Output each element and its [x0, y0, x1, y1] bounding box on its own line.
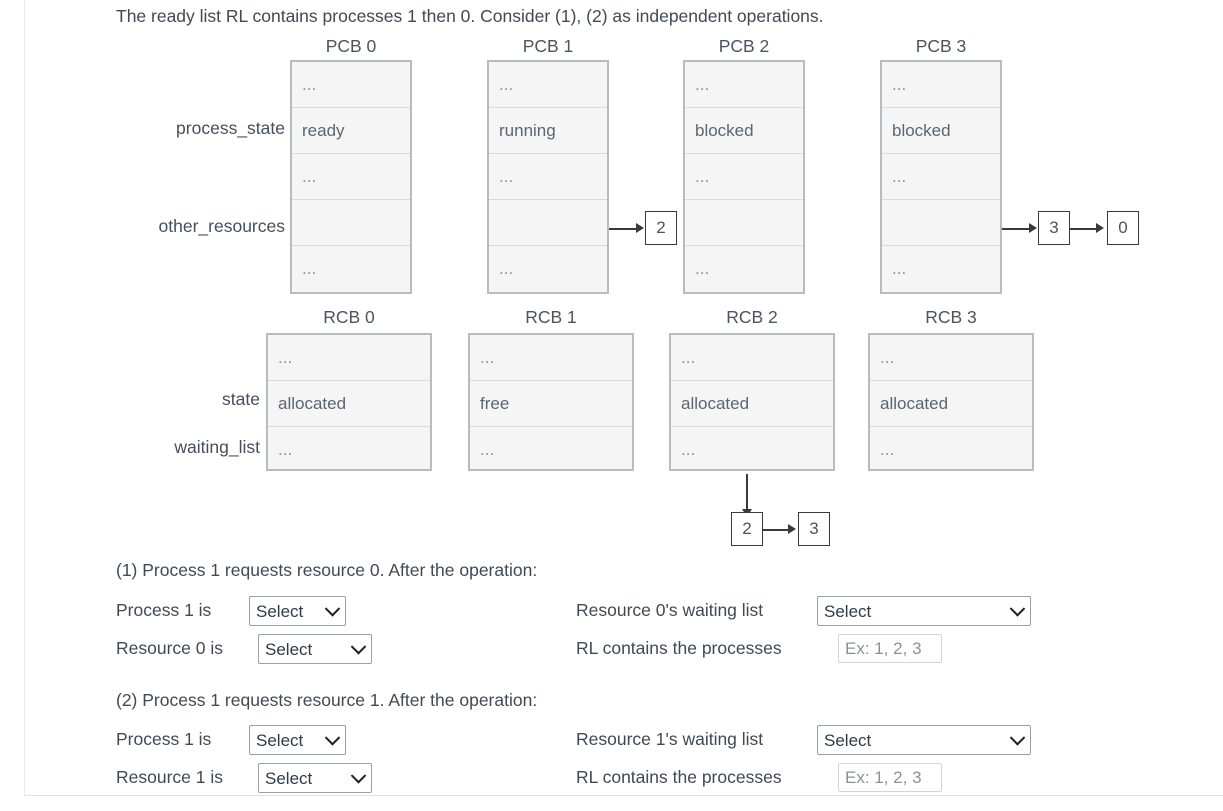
rcb-0-row-dots-top: ... [268, 335, 430, 381]
label-state: state [222, 389, 260, 409]
rcb-0-state-value: allocated [268, 381, 430, 427]
pcb-0-row-dots-top: ... [292, 62, 410, 108]
question-1-waiting-label: Resource 0's waiting list [576, 600, 764, 620]
rcb-2-waiting-list-value: ... [681, 440, 696, 459]
rcb-2-waiting-link-arrowhead [788, 524, 796, 534]
label-process-state: process_state [176, 118, 285, 138]
question-1-waiting-select[interactable]: Select [817, 596, 1031, 626]
pcb-1-link-line [609, 228, 637, 230]
rcb-2-block: ... allocated ... [669, 333, 835, 471]
pcb-1-title: PCB 1 [522, 36, 574, 56]
question-1-process-label: Process 1 is [116, 600, 212, 620]
pcb-3-link-line-2 [1070, 228, 1096, 230]
pcb-1-row-dots-bottom: ... [499, 259, 514, 278]
pcb-3-other-resources-value [882, 200, 1000, 246]
pcb-0-row-dots-bottom: ... [302, 259, 317, 278]
pcb-3-link-node-0: 3 [1038, 211, 1070, 245]
pcb-1-link-arrowhead [636, 223, 644, 233]
pcb-0-process-state-value: ready [292, 108, 410, 154]
pcb-3-process-state-value: blocked [882, 108, 1000, 154]
question-1-process-select[interactable]: Select [249, 596, 346, 626]
pcb-2-process-state-value: blocked [685, 108, 803, 154]
pcb-0-other-resources-value [292, 200, 410, 246]
pcb-3-row-dots-mid: ... [882, 154, 1000, 200]
question-1-heading: (1) Process 1 requests resource 0. After… [116, 560, 538, 580]
pcb-2-row-dots-top: ... [685, 62, 803, 108]
bottom-divider [24, 795, 1223, 796]
pcb-2-block: ... blocked ... ... [683, 60, 805, 294]
question-2-waiting-label: Resource 1's waiting list [576, 729, 764, 749]
rcb-0-title: RCB 0 [323, 307, 375, 327]
rcb-1-waiting-list-value: ... [480, 440, 495, 459]
rcb-1-title: RCB 1 [525, 307, 577, 327]
question-2-process-select[interactable]: Select [249, 725, 346, 755]
question-1-resource-select-wrap[interactable]: Select [258, 634, 372, 664]
question-2-heading: (2) Process 1 requests resource 1. After… [116, 690, 538, 710]
label-other-resources: other_resources [158, 216, 285, 236]
rcb-1-state-value: free [470, 381, 632, 427]
question-1-rl-input[interactable] [838, 634, 942, 663]
pcb-1-row-dots-mid: ... [489, 154, 607, 200]
pcb-3-row-dots-top: ... [882, 62, 1000, 108]
pcb-0-block: ... ready ... ... [290, 60, 412, 294]
label-waiting-list: waiting_list [174, 437, 260, 457]
question-2-process-select-wrap[interactable]: Select [249, 725, 346, 755]
question-2-rl-input[interactable] [838, 763, 942, 792]
question-1-waiting-select-wrap[interactable]: Select [817, 596, 1031, 626]
pcb-3-link-arrowhead-1 [1029, 223, 1037, 233]
rcb-1-block: ... free ... [468, 333, 634, 471]
rcb-3-waiting-list-value: ... [880, 440, 895, 459]
pcb-1-block: ... running ... ... [487, 60, 609, 294]
pcb-2-other-resources-value [685, 200, 803, 246]
pcb-2-row-dots-mid: ... [685, 154, 803, 200]
question-1-resource-select[interactable]: Select [258, 634, 372, 664]
pcb-3-block: ... blocked ... ... [880, 60, 1002, 294]
rcb-2-waiting-node-0: 2 [731, 512, 763, 546]
question-2-waiting-select[interactable]: Select [817, 725, 1031, 755]
pcb-0-row-dots-mid: ... [292, 154, 410, 200]
rcb-2-waiting-link-line [763, 529, 788, 531]
intro-text: The ready list RL contains processes 1 t… [116, 6, 824, 26]
question-2-process-label: Process 1 is [116, 729, 212, 749]
rcb-2-state-value: allocated [671, 381, 833, 427]
rcb-2-row-dots-top: ... [671, 335, 833, 381]
question-2-waiting-select-wrap[interactable]: Select [817, 725, 1031, 755]
pcb-1-link-node-0: 2 [645, 211, 677, 245]
pcb-3-link-arrowhead-2 [1096, 223, 1104, 233]
question-1-rl-label: RL contains the processes [576, 638, 782, 658]
question-2-rl-label: RL contains the processes [576, 767, 782, 787]
question-1-process-select-wrap[interactable]: Select [249, 596, 346, 626]
rcb-1-row-dots-top: ... [470, 335, 632, 381]
rcb-3-row-dots-top: ... [870, 335, 1032, 381]
rcb-0-waiting-list-value: ... [278, 440, 293, 459]
pcb-3-title: PCB 3 [915, 36, 967, 56]
question-2-resource-label: Resource 1 is [116, 767, 223, 787]
rcb-2-waiting-line [746, 474, 748, 510]
pcb-3-link-node-1: 0 [1107, 211, 1139, 245]
question-1-resource-label: Resource 0 is [116, 638, 223, 658]
rcb-3-block: ... allocated ... [868, 333, 1034, 471]
pcb-2-row-dots-bottom: ... [695, 259, 710, 278]
question-2-resource-select-wrap[interactable]: Select [258, 763, 372, 793]
rcb-0-block: ... allocated ... [266, 333, 432, 471]
pcb-2-title: PCB 2 [718, 36, 770, 56]
pcb-3-link-line-1 [1002, 228, 1030, 230]
pcb-0-title: PCB 0 [325, 36, 377, 56]
pcb-1-other-resources-value [489, 200, 607, 246]
rcb-3-title: RCB 3 [925, 307, 977, 327]
question-2-resource-select[interactable]: Select [258, 763, 372, 793]
rcb-2-waiting-node-1: 3 [798, 512, 830, 546]
pcb-3-row-dots-bottom: ... [892, 259, 907, 278]
rcb-2-title: RCB 2 [726, 307, 778, 327]
left-gutter-divider [24, 0, 25, 796]
rcb-3-state-value: allocated [870, 381, 1032, 427]
pcb-1-row-dots-top: ... [489, 62, 607, 108]
pcb-1-process-state-value: running [489, 108, 607, 154]
